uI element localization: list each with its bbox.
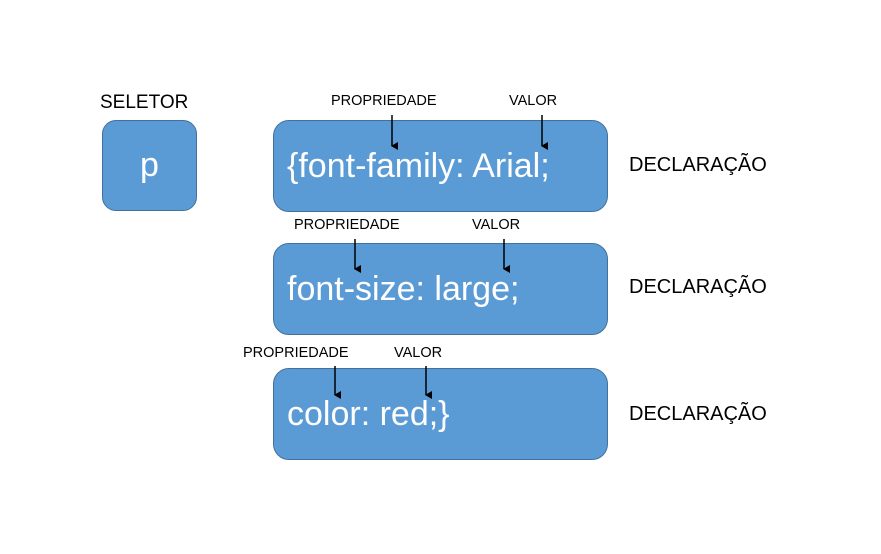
value-label-3: VALOR	[394, 345, 443, 361]
declaration-box-3: color: red;}	[273, 368, 608, 460]
declaration-label-3: DECLARAÇÃO	[629, 403, 767, 425]
declaration-label-1: DECLARAÇÃO	[629, 154, 767, 176]
declaration-code-2: font-size: large;	[287, 269, 520, 308]
value-label-1: VALOR	[509, 93, 558, 109]
property-label-3: PROPRIEDADE	[243, 345, 349, 361]
property-label-2: PROPRIEDADE	[294, 217, 400, 233]
declaration-code-1: {font-family: Arial;	[287, 146, 550, 185]
declaration-code-3: color: red;}	[287, 394, 450, 433]
declaration-box-2: font-size: large;	[273, 243, 608, 335]
property-label-1: PROPRIEDADE	[331, 93, 437, 109]
value-label-2: VALOR	[472, 217, 521, 233]
selector-box: p	[102, 120, 197, 211]
declaration-label-2: DECLARAÇÃO	[629, 276, 767, 298]
declaration-box-1: {font-family: Arial;	[273, 120, 608, 212]
selector-value: p	[140, 146, 159, 184]
selector-title: SELETOR	[100, 92, 189, 113]
